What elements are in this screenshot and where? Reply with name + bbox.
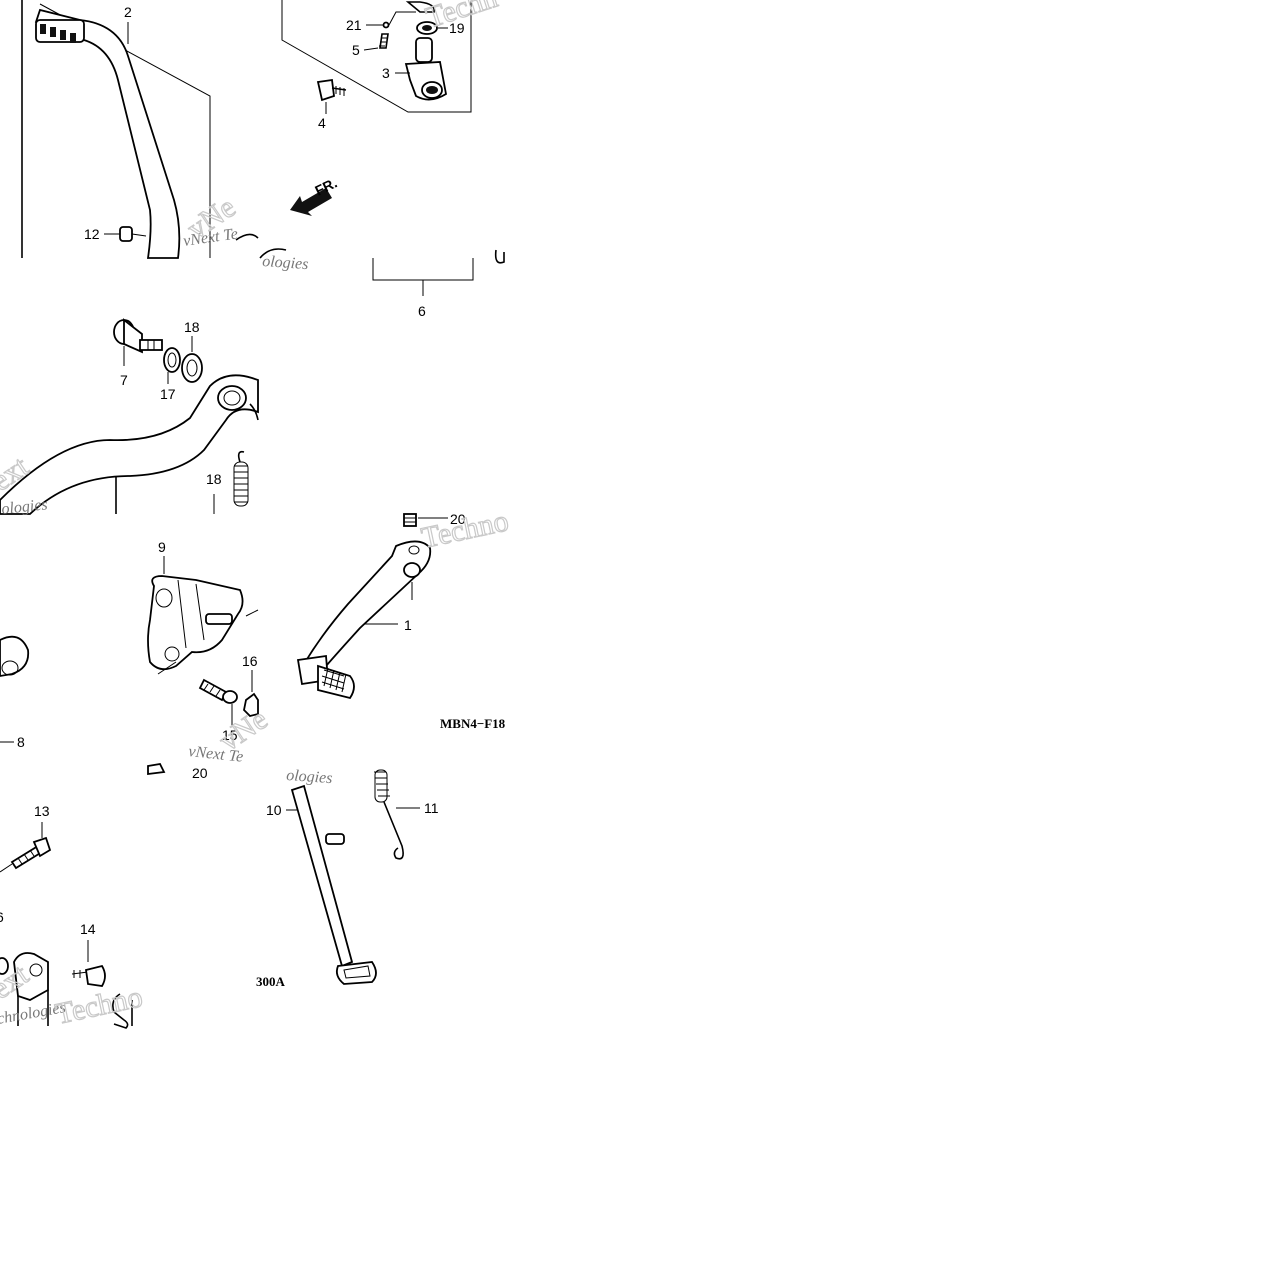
brake-pedal-body [0,374,259,515]
bolt-12 [119,226,147,242]
part-fragment [494,249,505,264]
pedal-bolt-hole [408,545,420,555]
side-stand-foot-pad [343,965,371,979]
callout-17: 17 [160,386,176,402]
stand-pin [325,833,345,845]
pedal-tip-teeth [35,19,85,43]
callout-20b: 20 [192,765,208,781]
callout-13: 13 [34,803,50,819]
seal-18 [181,353,203,383]
stand-pivot-bracket [0,952,49,1026]
washer-17 [163,347,181,373]
watermark: ologies [1,496,49,518]
brake-pedal-arm [34,8,181,259]
callout-11: 11 [424,800,439,816]
spline-boss [403,562,421,578]
shift-pedal-arm [302,540,432,667]
pin-21 [382,21,390,29]
callout-19: 19 [449,20,465,36]
leader-line [0,863,13,873]
callout-20a: 20 [450,511,466,527]
callout-9: 9 [158,539,166,555]
watermark: Techno [419,504,512,555]
bolt-15 [198,678,238,704]
callout-18b: 18 [206,471,222,487]
watermark: ologies [262,253,309,273]
callout-15: 15 [222,727,238,743]
callout-2: 2 [124,4,132,20]
callout-21: 21 [346,17,362,33]
callout-partial-6: 6 [0,909,4,925]
leader-line [363,47,379,51]
callout-5: 5 [352,42,360,58]
shift-toe-peg [296,654,355,700]
shift-joint-panel: 19 21 5 3 4 FR. [259,0,505,319]
part-fragment [249,403,259,421]
callout-14: 14 [80,921,96,937]
nut-16 [243,692,259,717]
callout-1: 1 [404,617,412,633]
bolt-4 [316,78,347,102]
pivot-edge [235,233,259,241]
bolt-20a [403,513,417,527]
bolt-13 [10,836,52,870]
callout-3: 3 [382,65,390,81]
washer-19 [405,1,438,35]
bolt-14 [71,964,106,987]
callout-12: 12 [84,226,100,242]
side-stand-panel: 10 11 300A [256,769,439,989]
side-stand-foot [335,961,377,985]
diagram-code: MBN4−F18 [440,716,506,731]
watermark: ologies [286,767,333,787]
leader-line [366,11,416,26]
part-fragment [147,763,166,776]
part-fragment [259,248,287,259]
frame-line [281,0,472,113]
spring-hook [112,993,129,1029]
setscrew-5 [379,33,389,49]
pedal-pivot-boss [217,385,247,411]
callout-10: 10 [266,802,282,818]
pedal-pivot-panel: 7 17 18 18 ologies ext [0,318,259,518]
callout-16: 16 [242,653,258,669]
watermark: vNext Te [188,743,244,766]
callout-7: 7 [120,372,128,388]
front-direction-arrow: FR. [290,174,340,216]
pedal-pivot-hole [223,390,241,406]
part-fragment-hole [1,660,19,676]
stand-pivot-panel: 20 13 6 14 chnologies ext Techno [0,763,208,1031]
callout-8: 8 [17,734,25,750]
leader-line [245,609,259,617]
side-stand-10 [290,784,354,968]
joint-3 [404,37,447,101]
leader-line [157,661,177,675]
bracket-6 [372,258,474,296]
callout-18a: 18 [184,319,200,335]
pivot-bolt-7 [113,318,163,354]
diagram-code: 300A [256,974,286,989]
step-bracket-9 [147,575,244,671]
callout-6: 6 [418,303,426,319]
shift-pedal-panel: 20 1 MBN4−F18 Techno ologies [286,504,512,788]
step-bracket-panel: 8 9 15 16 vNext Te vNe [0,539,274,766]
callout-4: 4 [318,115,326,131]
spring-18b [233,450,249,507]
brake-pedal-panel: 12 2 vNext Te vNe [21,0,259,259]
spring-11 [374,769,404,860]
part-fragment [0,635,30,677]
